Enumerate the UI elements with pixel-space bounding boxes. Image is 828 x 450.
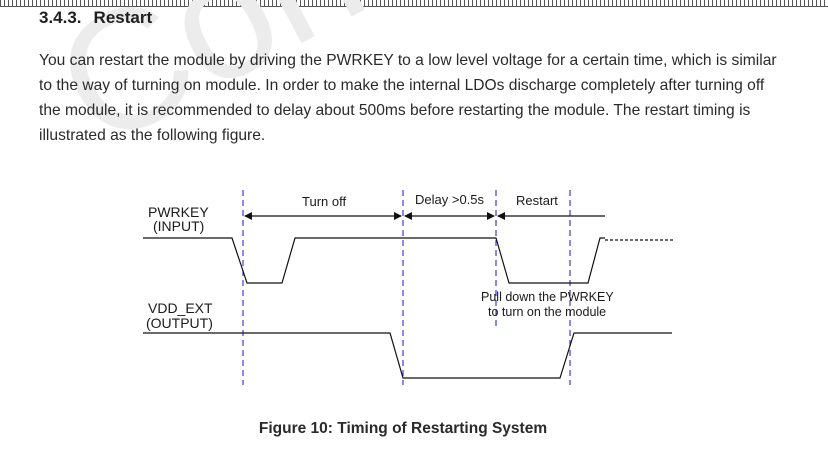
vdd-ext-signal: [143, 332, 672, 379]
vdd-ext-direction-label: (OUTPUT): [146, 315, 213, 331]
section-title: Restart: [93, 8, 153, 27]
section-number: 3.4.3.: [39, 8, 82, 27]
pwrkey-direction-label: (INPUT): [153, 218, 204, 234]
vdd-ext-waveform: [143, 332, 672, 379]
section-heading: 3.4.3. Restart: [39, 8, 152, 28]
body-paragraph: You can restart the module by driving th…: [39, 52, 777, 144]
figure-caption: Figure 10: Timing of Restarting System: [258, 420, 548, 437]
guide-lines: [242, 190, 571, 385]
turn-off-label: Turn off: [302, 194, 346, 209]
pwrkey-label: PWRKEY: [148, 204, 209, 220]
delay-label: Delay >0.5s: [415, 192, 485, 207]
pwrkey-waveform: [143, 237, 675, 284]
pwrkey-signal: [143, 237, 605, 284]
vdd-ext-label: VDD_EXT: [148, 300, 213, 316]
turn-on-annotation: to turn on the module: [488, 305, 606, 319]
pull-down-annotation: Pull down the PWRKEY: [481, 290, 614, 304]
top-ruler: [0, 0, 828, 7]
restart-label: Restart: [516, 193, 558, 208]
